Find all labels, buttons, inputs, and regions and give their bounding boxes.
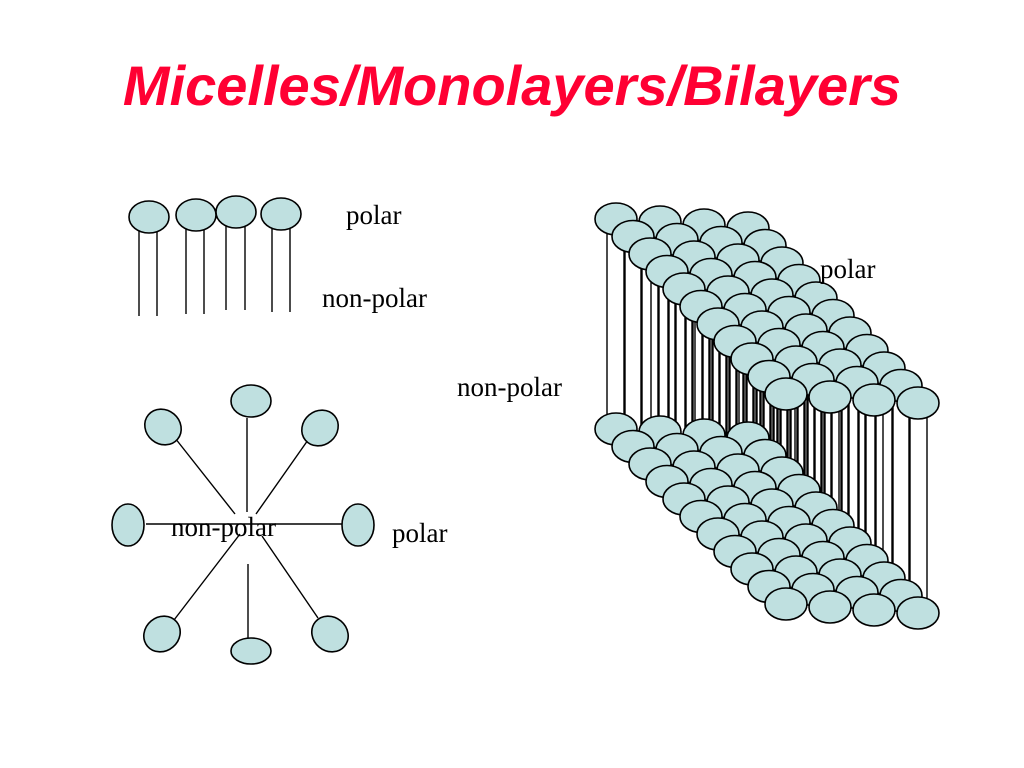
bilayer-nonpolar-label: non-polar <box>457 372 562 402</box>
polar-head <box>852 593 896 627</box>
polar-head <box>175 198 217 232</box>
polar-head <box>111 503 145 547</box>
polar-head <box>310 615 350 653</box>
bilayer-bottom-leaflet <box>594 412 940 630</box>
monolayer-nonpolar-label: non-polar <box>322 283 427 313</box>
monolayer-polar-label: polar <box>346 200 401 230</box>
bilayer-diagram: polar non-polar <box>457 202 940 630</box>
polar-head <box>215 195 257 229</box>
polar-head <box>128 200 170 234</box>
polar-head <box>230 637 272 665</box>
polar-head <box>896 596 940 630</box>
polar-head <box>230 384 272 418</box>
polar-head <box>896 386 940 420</box>
polar-head <box>808 380 852 414</box>
micelle-polar-label: polar <box>392 518 447 548</box>
monolayer-heads <box>128 195 302 234</box>
slide-title: Micelles/Monolayers/Bilayers <box>122 54 902 117</box>
monolayer-diagram: polar non-polar <box>128 195 427 316</box>
micelle-diagram: non-polar polar <box>111 384 447 665</box>
polar-head <box>143 408 183 446</box>
polar-head <box>300 409 340 447</box>
polar-head <box>764 377 808 411</box>
micelle-tails <box>146 418 342 638</box>
polar-head <box>808 590 852 624</box>
polar-head <box>764 587 808 621</box>
bilayer-top-leaflet <box>594 202 940 420</box>
monolayer-tails <box>138 222 291 316</box>
polar-head <box>260 197 302 231</box>
bilayer-polar-label: polar <box>820 254 875 284</box>
polar-head <box>852 383 896 417</box>
micelle-nonpolar-label: non-polar <box>171 512 276 542</box>
micelle-heads <box>111 384 375 665</box>
polar-head <box>341 503 375 547</box>
polar-head <box>142 615 182 653</box>
